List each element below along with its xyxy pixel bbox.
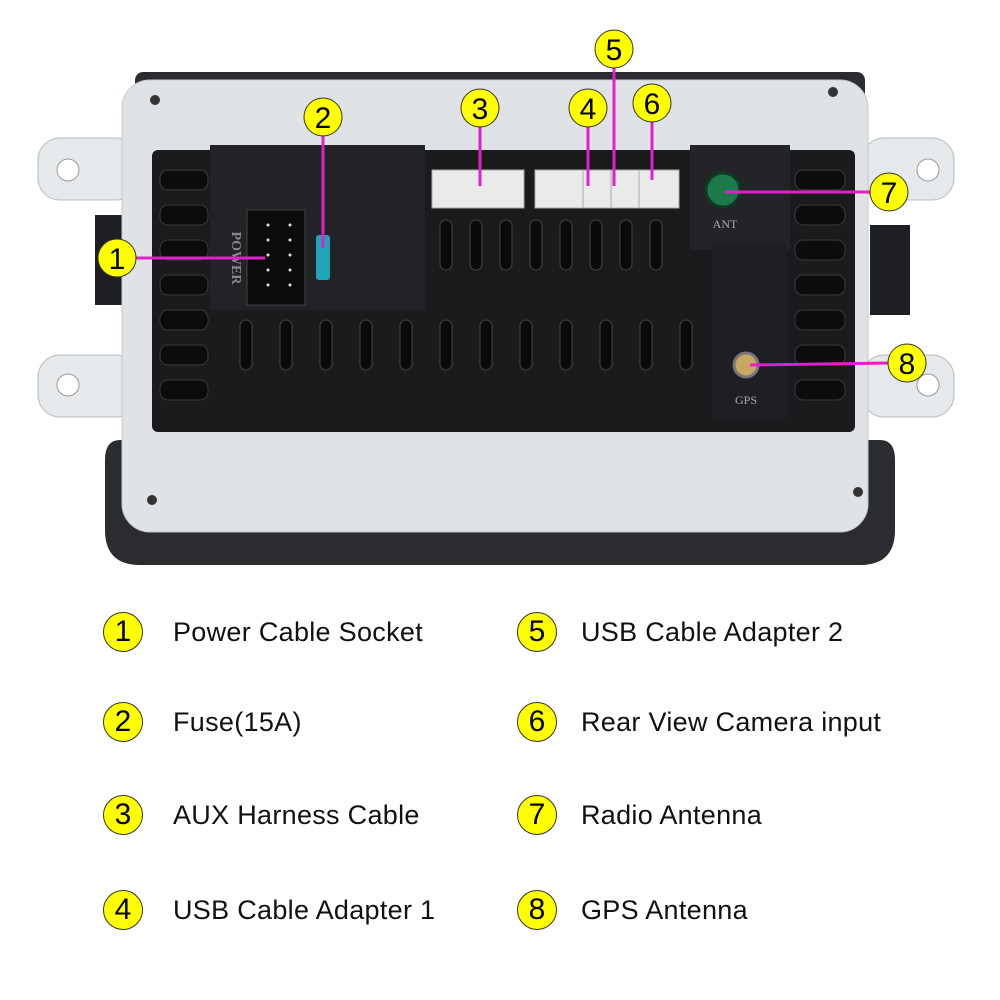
connectors: [431, 169, 680, 209]
legend-label: Power Cable Socket: [173, 616, 424, 647]
ant-label: ANT: [713, 217, 738, 231]
mounting-tabs: [37, 137, 955, 418]
legend-label: USB Cable Adapter 1: [173, 894, 436, 925]
legend-badge: 5: [517, 612, 557, 652]
legend-badge: 6: [517, 702, 557, 742]
legend-item: 5 USB Cable Adapter 2: [517, 610, 843, 654]
svg-text:1: 1: [109, 243, 126, 276]
radio-antenna-jack: [704, 171, 742, 209]
legend-item: 8 GPS Antenna: [517, 888, 748, 932]
svg-text:5: 5: [606, 34, 623, 67]
svg-text:8: 8: [899, 348, 916, 381]
legend-badge: 2: [103, 702, 143, 742]
callout-lines: [135, 68, 889, 367]
callout-5: 5: [594, 29, 634, 69]
svg-text:3: 3: [472, 93, 489, 126]
callout-2: 2: [303, 97, 343, 137]
legend-item: 4 USB Cable Adapter 1: [103, 888, 435, 932]
svg-text:6: 6: [644, 88, 661, 121]
legend-badge: 1: [103, 612, 143, 652]
legend-item: 2 Fuse(15A): [103, 700, 302, 744]
legend-label: Radio Antenna: [581, 799, 763, 830]
callout-6: 6: [632, 83, 672, 123]
legend-item: 7 Radio Antenna: [517, 793, 762, 837]
legend-label: Rear View Camera input: [581, 706, 882, 737]
gps-label: GPS: [735, 393, 757, 407]
legend-label: USB Cable Adapter 2: [581, 616, 844, 647]
callout-7: 7: [869, 172, 909, 212]
svg-text:2: 2: [315, 102, 332, 135]
legend-label: Fuse(15A): [173, 706, 302, 737]
legend-item: 6 Rear View Camera input: [517, 700, 881, 744]
callout-4: 4: [568, 88, 608, 128]
legend-badge: 8: [517, 890, 557, 930]
legend-label: AUX Harness Cable: [173, 799, 420, 830]
callout-3: 3: [460, 88, 500, 128]
svg-text:4: 4: [580, 93, 597, 126]
legend-label: GPS Antenna: [581, 894, 748, 925]
callout-1: 1: [97, 238, 137, 278]
fuse: [316, 235, 330, 280]
legend-badge: 4: [103, 890, 143, 930]
legend-item: 1 Power Cable Socket: [103, 610, 423, 654]
svg-text:7: 7: [881, 177, 898, 210]
legend-badge: 3: [103, 795, 143, 835]
legend-item: 3 AUX Harness Cable: [103, 793, 420, 837]
callout-8: 8: [887, 343, 927, 383]
legend-badge: 7: [517, 795, 557, 835]
